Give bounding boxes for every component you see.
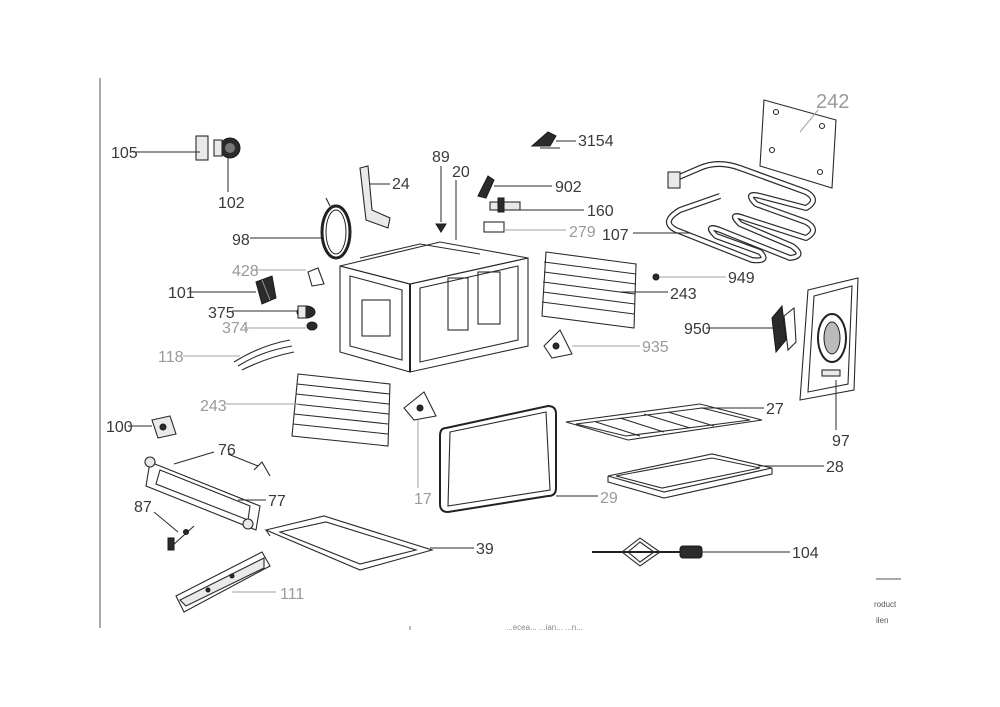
leader-87 [153, 511, 179, 533]
footer-product-fragment: roduct [874, 600, 897, 609]
label-902: 902 [555, 179, 582, 196]
part-118-wiring [233, 339, 295, 371]
part-89-screw [435, 223, 447, 233]
label-111: 111 [280, 586, 304, 603]
label-20: 20 [452, 164, 470, 181]
part-76-wire [253, 461, 271, 477]
label-107: 107 [602, 227, 629, 244]
part-39-drip-pan [264, 515, 434, 571]
part-375-lamp-holder [296, 305, 316, 319]
part-243-right-insulation [541, 251, 637, 329]
part-28-baking-tray [607, 453, 773, 499]
part-77-rotisserie-support [144, 451, 261, 531]
part-100-plate [151, 415, 177, 439]
footer-bottom-text: ...ecea... ...ian... ...n... [506, 623, 583, 632]
part-949-screw [652, 273, 660, 281]
part-243-left-insulation [291, 373, 391, 447]
label-102: 102 [218, 195, 245, 212]
part-428-bracket [307, 267, 325, 287]
label-17: 17 [414, 491, 432, 508]
part-17-bracket [403, 391, 437, 421]
label-279: 279 [569, 224, 596, 241]
part-160-switch [489, 197, 521, 213]
part-97-back-panel [799, 277, 859, 401]
part-374-lamp [306, 321, 318, 331]
label-77: 77 [268, 493, 286, 510]
label-27: 27 [766, 401, 784, 418]
label-97: 97 [832, 433, 850, 450]
leader-76 [227, 453, 259, 467]
label-242: 242 [816, 91, 849, 113]
label-104: 104 [792, 545, 819, 562]
label-98: 98 [232, 232, 250, 249]
label-105: 105 [111, 145, 138, 162]
leader-242 [799, 109, 819, 133]
part-3154-clip [530, 131, 560, 149]
label-39: 39 [476, 541, 494, 558]
part-29-door-seal [439, 404, 557, 514]
part-104-rotisserie-spit [592, 537, 703, 567]
part-242-back-plate [759, 99, 837, 189]
part-279 [483, 221, 505, 233]
label-935: 935 [642, 339, 669, 356]
footer-filen-fragment: ilen [876, 616, 888, 625]
part-102-thermostat [195, 135, 241, 161]
label-428: 428 [232, 263, 259, 280]
label-100: 100 [106, 419, 133, 436]
label-160: 160 [587, 203, 614, 220]
label-949: 949 [728, 270, 755, 287]
label-87: 87 [134, 499, 152, 516]
part-107-grill-element [666, 161, 816, 264]
part-935-bracket [543, 329, 573, 359]
label-243a: 243 [670, 286, 697, 303]
part-902 [477, 175, 495, 199]
label-950: 950 [684, 321, 711, 338]
part-87-probe [167, 525, 195, 551]
label-29: 29 [600, 490, 618, 507]
label-89: 89 [432, 149, 450, 166]
label-24: 24 [392, 176, 410, 193]
label-118: 118 [158, 349, 184, 366]
label-28: 28 [826, 459, 844, 476]
label-3154: 3154 [578, 133, 614, 150]
label-374: 374 [222, 320, 249, 337]
oven-cavity [339, 241, 529, 373]
part-98-ring-heater [320, 197, 352, 260]
part-27-wire-shelf [565, 403, 763, 441]
label-101: 101 [168, 285, 195, 302]
part-24-tube [359, 165, 391, 229]
label-243b: 243 [200, 398, 227, 415]
label-375: 375 [208, 305, 235, 322]
part-101-fan-motor [255, 275, 277, 305]
part-950-hinge [771, 304, 797, 354]
part-111-rail [175, 551, 271, 613]
label-76: 76 [218, 442, 236, 459]
